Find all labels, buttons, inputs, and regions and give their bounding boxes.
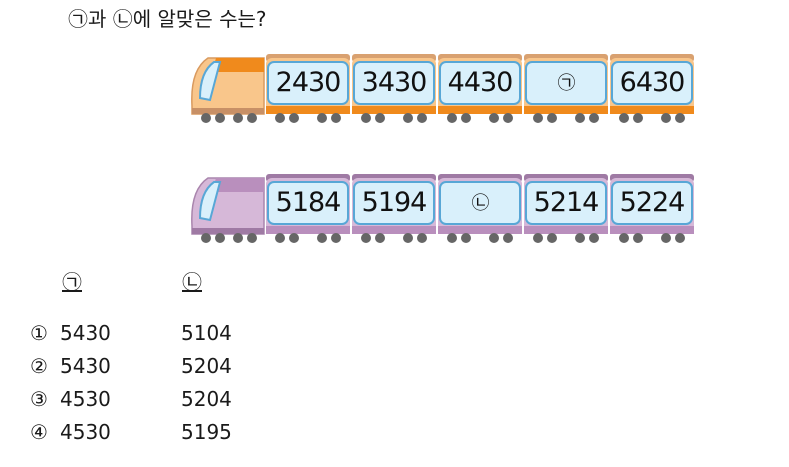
- option-marker: ③: [30, 387, 48, 411]
- train-car: [610, 174, 694, 243]
- train-purple-graphic: [191, 174, 694, 243]
- car-label-4: 5214: [533, 186, 600, 218]
- option-value-b: 5204: [181, 387, 232, 411]
- train-orange-graphic: [191, 54, 694, 123]
- option-value-b: 5195: [181, 420, 232, 444]
- car-label-2: 5194: [361, 186, 428, 218]
- train-car: [266, 174, 350, 243]
- header-b: ㉡: [182, 270, 202, 294]
- option-value-a: 4530: [60, 420, 111, 444]
- train-orange: 2430 3430 4430 ㉠ 6430: [186, 48, 696, 132]
- option-value-b: 5204: [181, 354, 232, 378]
- train-car: [524, 54, 608, 123]
- car-label-4-blank: ㉠: [557, 73, 576, 94]
- train-car: [352, 54, 436, 123]
- car-label-5: 6430: [619, 66, 686, 98]
- train-car: [352, 174, 436, 243]
- option-marker: ②: [30, 354, 48, 378]
- car-label-2: 3430: [361, 66, 428, 98]
- train-car: [524, 174, 608, 243]
- option-value-a: 5430: [60, 354, 111, 378]
- train-car: [438, 54, 522, 123]
- car-label-5: 5224: [619, 186, 686, 218]
- car-label-1: 2430: [275, 66, 342, 98]
- car-label-3-blank: ㉡: [471, 193, 490, 214]
- car-label-1: 5184: [275, 186, 342, 218]
- train-car: [438, 174, 522, 243]
- option-marker: ①: [30, 321, 48, 345]
- option-value-b: 5104: [181, 321, 232, 345]
- question-text: ㉠과 ㉡에 알맞은 수는?: [68, 7, 267, 31]
- option-value-a: 4530: [60, 387, 111, 411]
- train-car: [266, 54, 350, 123]
- option-value-a: 5430: [60, 321, 111, 345]
- option-marker: ④: [30, 420, 48, 444]
- car-label-3: 4430: [447, 66, 514, 98]
- train-purple: 5184 5194 ㉡ 5214 5224: [186, 168, 696, 252]
- train-car: [610, 54, 694, 123]
- header-a: ㉠: [62, 270, 82, 294]
